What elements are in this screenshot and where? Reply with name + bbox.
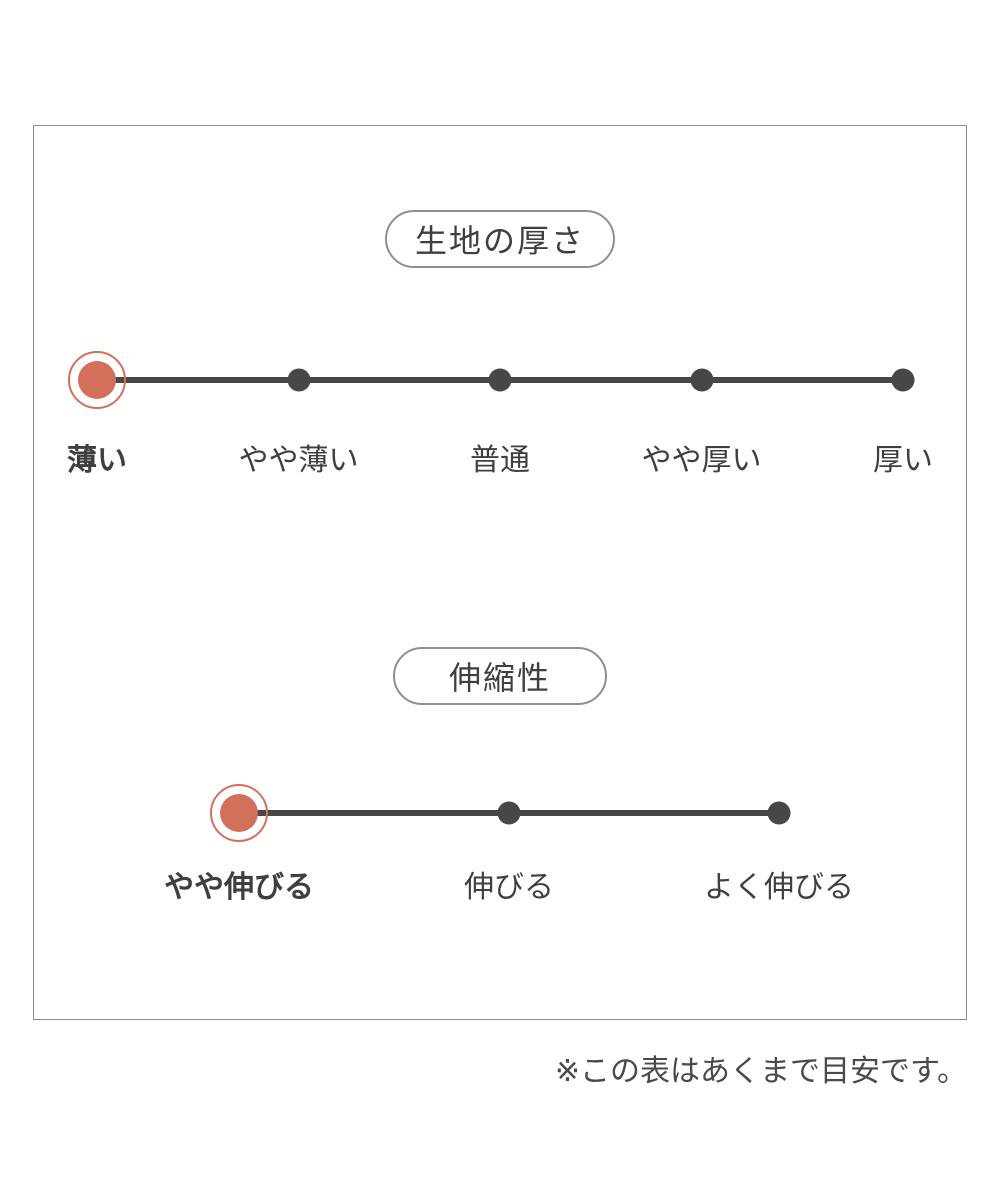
stretch-label-somewhat: やや伸びる xyxy=(164,870,314,905)
spec-box: 生地の厚さ 薄い やや薄い 普通 やや厚い 厚い 伸縮性 やや伸びる 伸びる よ… xyxy=(33,125,967,1020)
thickness-dot-4 xyxy=(690,368,713,392)
stretch-dot-2 xyxy=(497,801,521,825)
thickness-label-thin: 薄い xyxy=(67,443,127,478)
thickness-dot-2 xyxy=(287,368,310,392)
thickness-dot-selected xyxy=(68,351,126,409)
stretch-dot-selected xyxy=(210,784,268,842)
stretch-label-very: よく伸びる xyxy=(704,870,854,905)
thickness-label-somewhat-thin: やや薄い xyxy=(238,443,359,478)
stretch-title: 伸縮性 xyxy=(448,659,551,697)
thickness-title-pill: 生地の厚さ xyxy=(384,210,616,268)
thickness-label-somewhat-thick: やや厚い xyxy=(641,443,762,478)
selected-ring xyxy=(210,784,268,842)
selected-ring xyxy=(68,351,126,409)
stretch-dot-3 xyxy=(767,801,791,825)
thickness-title: 生地の厚さ xyxy=(414,222,586,260)
thickness-dot-3 xyxy=(488,368,512,392)
thickness-label-normal: 普通 xyxy=(470,443,530,478)
thickness-dot-5 xyxy=(891,368,915,392)
disclaimer-note: ※この表はあくまで目安です。 xyxy=(554,1054,967,1089)
stretch-label-stretches: 伸びる xyxy=(464,870,554,905)
thickness-label-thick: 厚い xyxy=(873,443,933,478)
stretch-title-pill: 伸縮性 xyxy=(393,647,607,705)
